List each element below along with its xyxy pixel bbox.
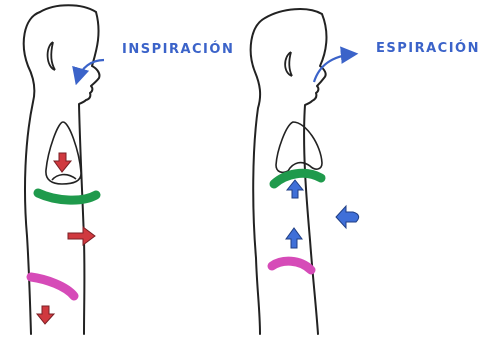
right-pelvic-arrow: [286, 228, 302, 248]
left-pelvic-arrow: [37, 306, 54, 324]
right-pelvic-floor: [272, 261, 311, 270]
right-breath-label: ESPIRACIÓN: [376, 40, 480, 56]
left-breath-label: INSPIRACIÓN: [122, 41, 234, 57]
right-breath-out-arrow: [314, 54, 354, 82]
right-lung-outline: [276, 122, 322, 172]
left-diaphragm-arrow: [54, 153, 71, 172]
right-abdomen-arrow: [336, 206, 359, 228]
left-diaphragm: [38, 193, 96, 200]
left-figure: INSPIRACIÓN: [24, 5, 235, 334]
right-diaphragm-arrow: [287, 180, 303, 198]
left-ear: [48, 42, 55, 70]
left-pelvic-floor: [31, 277, 74, 296]
left-abdomen-arrow: [68, 227, 95, 245]
right-ear: [285, 52, 292, 76]
right-figure: ESPIRACIÓN: [251, 9, 480, 334]
